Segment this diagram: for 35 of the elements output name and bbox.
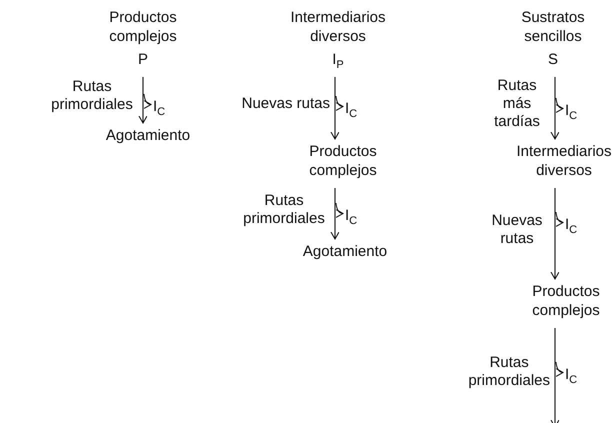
symbol-label: I$_{C}$ bbox=[345, 206, 358, 225]
arrow bbox=[555, 212, 564, 226]
arrow bbox=[555, 98, 564, 112]
node-label: Productos complejos bbox=[531, 282, 601, 320]
arrow bbox=[335, 202, 344, 218]
symbol-label: I$_{C}$ bbox=[153, 97, 166, 116]
node-label: Agotamiento bbox=[302, 242, 388, 261]
arrow bbox=[143, 94, 152, 108]
node-label: Productos complejos bbox=[308, 142, 378, 180]
node-label: Sustratos sencillos bbox=[520, 8, 586, 46]
arrow bbox=[330, 188, 340, 240]
node-label: Intermediarios diversos bbox=[515, 142, 613, 180]
symbol-label: I$_{C}$ bbox=[345, 99, 358, 118]
node-label: Intermediarios diversos bbox=[289, 8, 387, 46]
symbol-label: I$_{C}$ bbox=[565, 101, 578, 120]
symbol-label: I$_{C}$ bbox=[565, 215, 578, 234]
symbol-label: S bbox=[548, 50, 558, 69]
arrow bbox=[550, 76, 560, 140]
node-label: Productos complejos bbox=[108, 8, 178, 46]
arrow bbox=[138, 76, 148, 124]
arrow bbox=[550, 328, 560, 423]
arrow bbox=[330, 76, 340, 140]
symbol-label: P bbox=[138, 50, 148, 69]
symbol-label: I$_{C}$ bbox=[565, 365, 578, 384]
edge-label: Rutas más tardías bbox=[493, 77, 541, 131]
edge-label: Nuevas rutas bbox=[242, 95, 330, 113]
symbol-label: I$_{P}$ bbox=[332, 50, 344, 69]
edge-label: Rutas primordiales bbox=[468, 354, 550, 390]
edge-label: Nuevas rutas bbox=[490, 212, 544, 248]
arrow bbox=[335, 96, 344, 110]
node-label: Agotamiento bbox=[106, 126, 190, 145]
edge-label: Rutas primordiales bbox=[242, 192, 326, 228]
arrow bbox=[555, 362, 564, 376]
arrow bbox=[550, 188, 560, 280]
edge-label: Rutas primordiales bbox=[50, 78, 134, 114]
